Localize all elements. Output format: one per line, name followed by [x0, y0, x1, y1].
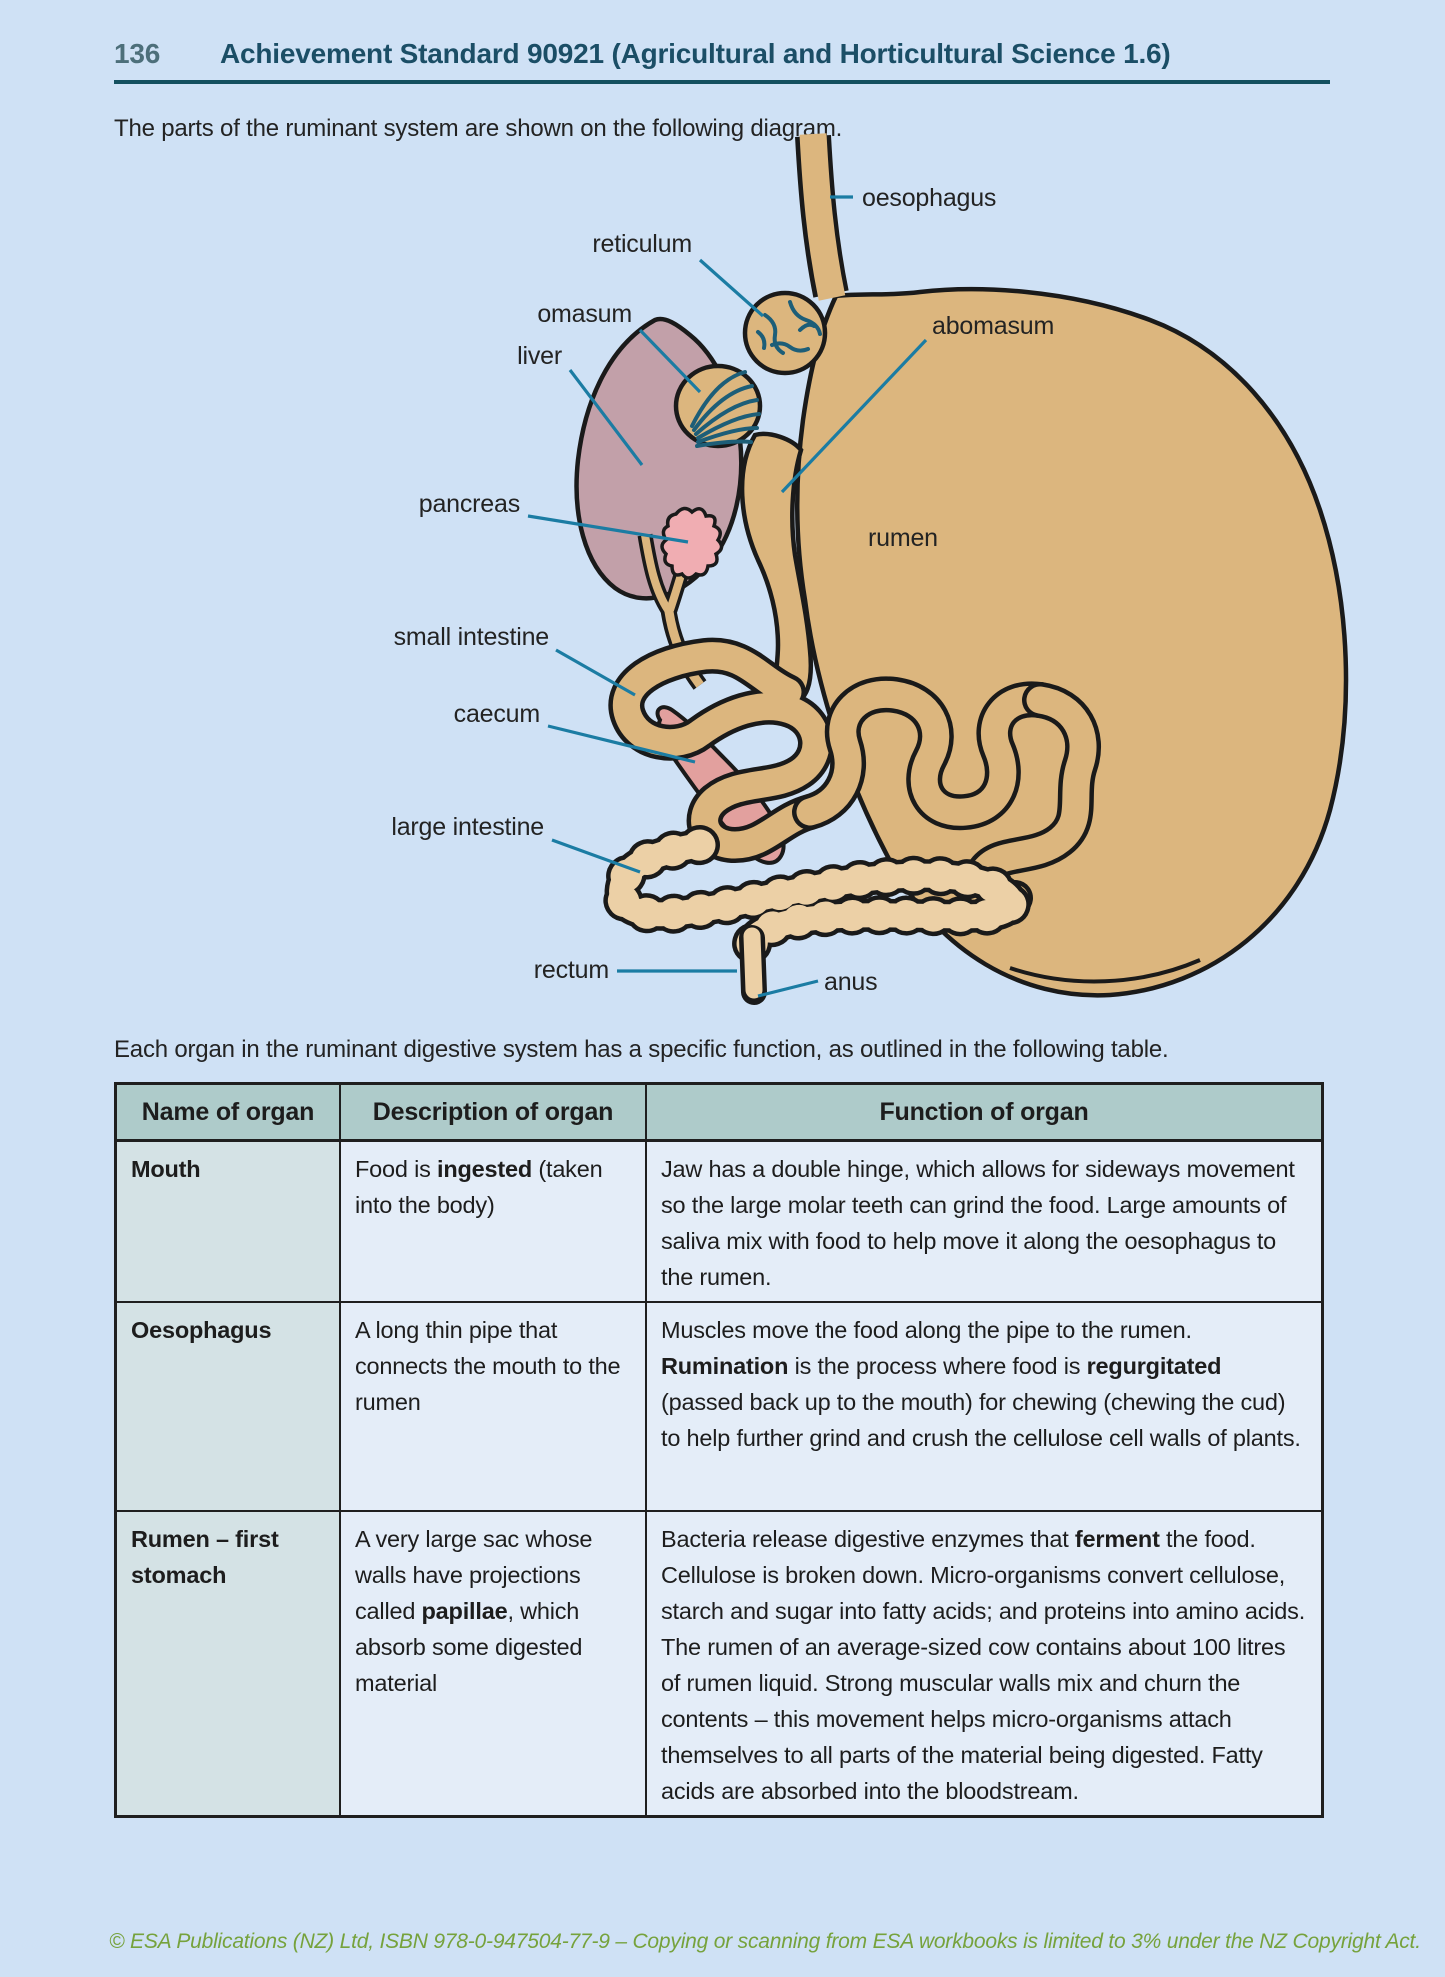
diagram-label-anus: anus: [824, 968, 877, 996]
diagram-label-liver: liver: [517, 342, 562, 370]
leader-line-pancreas: [527, 514, 689, 544]
leader-line-caecum: [547, 724, 696, 764]
diagram-label-pancreas: pancreas: [419, 490, 520, 518]
diagram-label-abomasum: abomasum: [932, 312, 1054, 340]
pancreas-shape: [660, 506, 724, 580]
organ-name-cell: Oesophagus: [117, 1303, 339, 1510]
large-intestine-shape: [601, 825, 1031, 964]
table-header-function: Function of organ: [645, 1085, 1321, 1139]
table-intro-paragraph: Each organ in the ruminant digestive sys…: [114, 1036, 1169, 1063]
diagram-label-small-intestine: small intestine: [394, 623, 549, 651]
table-row: Mouth Food is ingested (taken into the b…: [117, 1140, 1321, 1301]
organ-function-cell: Jaw has a double hinge, which allows for…: [645, 1142, 1321, 1301]
diagram-label-rectum: rectum: [534, 956, 609, 984]
reticulum-honeycomb-lines: [756, 300, 822, 355]
copyright-footer: © ESA Publications (NZ) Ltd, ISBN 978-0-…: [109, 1930, 1421, 1953]
leader-line-liver: [568, 369, 644, 466]
leader-line-abomasum: [780, 338, 928, 494]
page-title: Achievement Standard 90921 (Agricultural…: [220, 38, 1171, 69]
organ-function-table: Name of organ Description of organ Funct…: [114, 1082, 1324, 1818]
diagram-label-rumen: rumen: [868, 524, 938, 552]
table-header-description: Description of organ: [339, 1085, 645, 1139]
diagram-label-omasum: omasum: [537, 300, 632, 328]
diagram-label-reticulum: reticulum: [592, 230, 692, 258]
ruminant-system-diagram: oesophagus reticulum omasum liver abomas…: [391, 133, 1349, 1005]
table-header-name: Name of organ: [117, 1085, 339, 1139]
organ-name-cell: Mouth: [117, 1142, 339, 1301]
diagram-label-oesophagus: oesophagus: [862, 184, 996, 212]
leader-line-omasum: [638, 328, 702, 394]
organ-description-cell: A long thin pipe that connects the mouth…: [339, 1303, 645, 1510]
reticulum-shape: [742, 290, 828, 376]
diagram-label-large-intestine: large intestine: [391, 813, 544, 841]
header-rule: [114, 80, 1330, 84]
omasum-fan-lines: [690, 370, 761, 448]
leader-line-anus: [757, 979, 819, 998]
leader-line-small-intestine: [555, 648, 636, 697]
leader-lines: [527, 195, 928, 998]
leader-line-reticulum: [698, 258, 765, 318]
organ-function-cell: Bacteria release digestive enzymes that …: [645, 1512, 1321, 1815]
organ-description-cell: A very large sac whose walls have projec…: [339, 1512, 645, 1815]
table-header-row: Name of organ Description of organ Funct…: [117, 1085, 1321, 1140]
organ-name-cell: Rumen – first stomach: [117, 1512, 339, 1815]
rumen-bottom-crease: [1009, 958, 1201, 984]
organ-function-cell: Muscles move the food along the pipe to …: [645, 1303, 1321, 1510]
diagram-label-caecum: caecum: [454, 700, 540, 728]
oesophagus-shape: [799, 133, 846, 301]
omasum-shape: [673, 363, 763, 449]
intro-paragraph: The parts of the ruminant system are sho…: [114, 115, 843, 142]
rectum-shape: [739, 925, 767, 1005]
page-number: 136: [114, 38, 161, 69]
organ-description-cell: Food is ingested (taken into the body): [339, 1142, 645, 1301]
table-row: Oesophagus A long thin pipe that connect…: [117, 1301, 1321, 1510]
table-row: Rumen – first stomach A very large sac w…: [117, 1510, 1321, 1815]
leader-line-large-intestine: [551, 838, 641, 874]
